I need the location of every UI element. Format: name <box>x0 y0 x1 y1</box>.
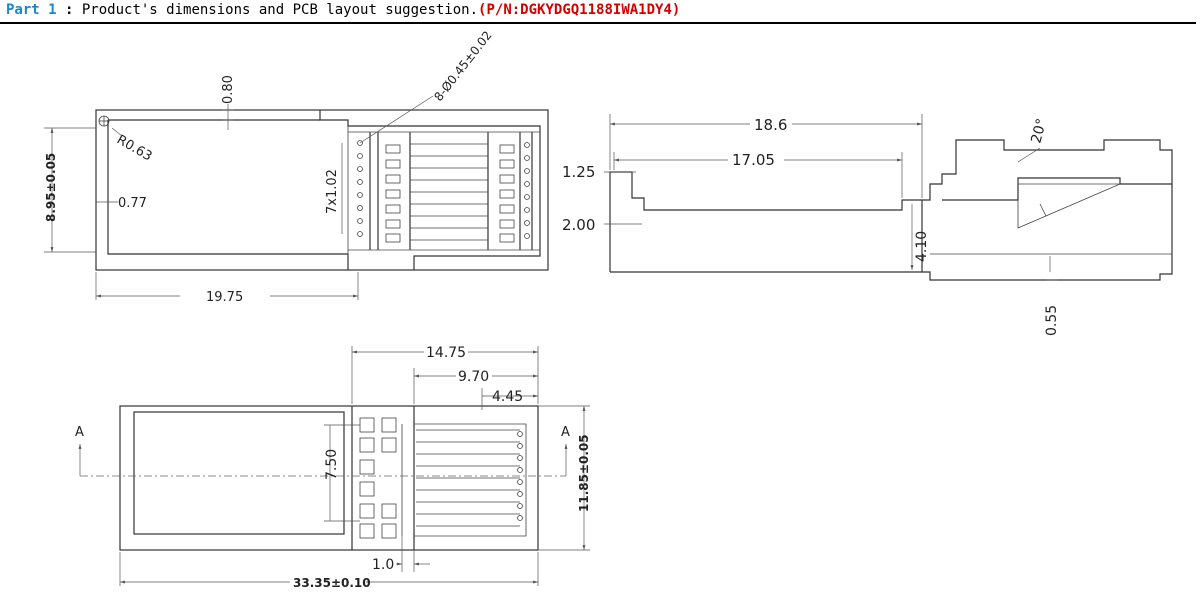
dim-17-05: 17.05 <box>732 151 775 169</box>
side-view: 18.6 17.05 1.25 2.00 4.10 20° 0.55 <box>562 114 1173 336</box>
dim-18-6: 18.6 <box>754 116 787 134</box>
pcb-dimensions: 14.75 9.70 4.45 7.50 11.85±0.05 1.0 <box>119 345 591 590</box>
top-view-outline <box>95 109 549 271</box>
technical-drawing: 0.80 R0.63 8-Ø0.45±0.02 8.95±0.05 0.77 7… <box>44 28 1173 590</box>
part-number: (P/N:DGKYDGQ1188IWA1DY4) <box>478 2 681 18</box>
side-view-outline <box>609 139 1173 281</box>
dim-angle: 20° <box>1028 117 1050 145</box>
dim-4-45: 4.45 <box>492 389 523 405</box>
pcb-layout-view: A A 14.75 9.70 4.45 7.50 11.85±0.05 <box>75 345 591 590</box>
part-separator: : <box>56 2 82 18</box>
top-view-corner-mark <box>98 115 110 127</box>
top-view-contacts <box>357 140 530 243</box>
dim-7-50: 7.50 <box>324 449 340 480</box>
section-label-left: A <box>75 425 84 440</box>
dim-33-35: 33.35±0.10 <box>293 576 371 590</box>
pcb-outline <box>119 405 539 551</box>
section-label-right: A <box>561 425 570 440</box>
page-header: Part 1 : Product's dimensions and PCB la… <box>0 0 1196 24</box>
dim-14-75: 14.75 <box>426 345 466 361</box>
dim-0-77: 0.77 <box>118 196 147 211</box>
pcb-pads <box>359 417 397 539</box>
dim-1-0: 1.0 <box>372 557 394 573</box>
top-view: 0.80 R0.63 8-Ø0.45±0.02 8.95±0.05 0.77 7… <box>44 28 549 305</box>
section-line-a: A A <box>75 425 570 477</box>
dim-pitch: 7x1.02 <box>325 169 340 214</box>
dim-radius: R0.63 <box>114 132 154 164</box>
part-description: Product's dimensions and PCB layout sugg… <box>81 2 479 18</box>
pcb-traces <box>416 429 523 527</box>
dim-0-55: 0.55 <box>1044 305 1060 336</box>
dim-length: 19.75 <box>206 290 243 305</box>
dim-pin-diameter: 8-Ø0.45±0.02 <box>431 28 494 104</box>
dim-0-80: 0.80 <box>221 75 236 104</box>
dim-height: 8.95±0.05 <box>44 153 58 222</box>
side-view-dimensions: 18.6 17.05 1.25 2.00 4.10 20° 0.55 <box>562 114 1060 336</box>
dim-11-85: 11.85±0.05 <box>577 434 591 512</box>
part-label: Part 1 <box>6 2 57 18</box>
top-view-dimensions: 0.80 R0.63 8-Ø0.45±0.02 8.95±0.05 0.77 7… <box>44 28 495 305</box>
dim-9-70: 9.70 <box>458 369 489 385</box>
dim-2-00: 2.00 <box>562 216 595 234</box>
dim-4-10: 4.10 <box>914 231 930 262</box>
dim-1-25: 1.25 <box>562 163 595 181</box>
